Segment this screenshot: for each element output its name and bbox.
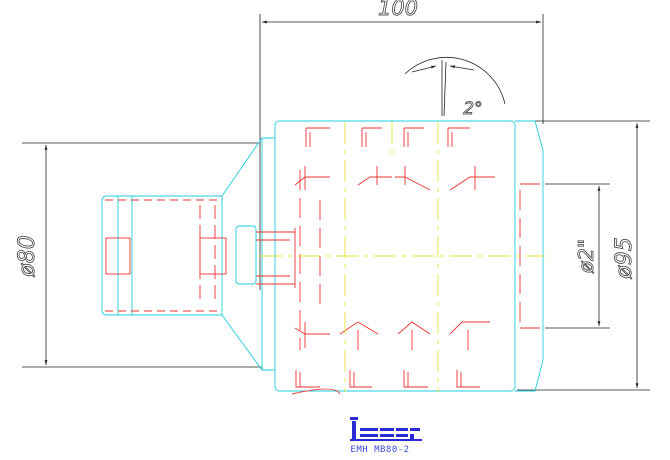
center-lines — [260, 122, 545, 392]
dimension-lines — [22, 14, 650, 391]
hidden-lines — [105, 127, 540, 395]
bore-diameter-label: ø2" — [574, 239, 598, 274]
angle-dimension-label: 2° — [463, 99, 482, 119]
iscar-logo — [350, 417, 422, 441]
shank-diameter-label: ø80 — [15, 235, 40, 277]
part-number-label: EMH MB80-2 — [350, 445, 410, 455]
part-outline — [101, 120, 544, 392]
body-diameter-label: ø95 — [612, 237, 637, 279]
length-dimension-label: 100 — [378, 0, 418, 20]
